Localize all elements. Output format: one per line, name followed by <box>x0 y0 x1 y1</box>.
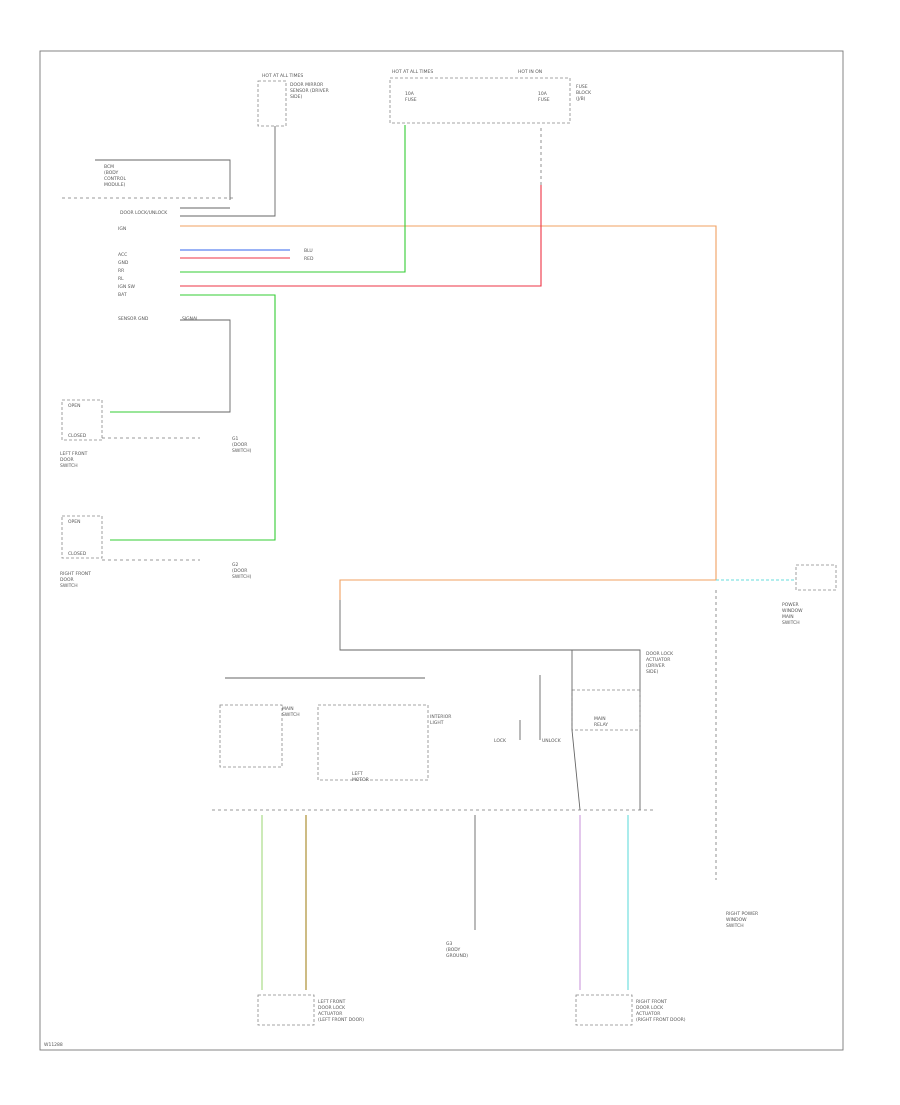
svg-text:MODULE): MODULE) <box>104 182 126 188</box>
ground-mid: G3 (BODY GROUND) <box>446 941 468 959</box>
svg-text:LEFT: LEFT <box>352 771 363 777</box>
svg-text:BCM: BCM <box>104 164 114 170</box>
svg-text:HOT IN ON: HOT IN ON <box>518 69 542 75</box>
svg-text:DOOR LOCK/UNLOCK: DOOR LOCK/UNLOCK <box>120 210 168 216</box>
svg-text:BLU: BLU <box>304 248 313 254</box>
svg-text:FUSE: FUSE <box>405 97 417 103</box>
svg-text:CONTROL: CONTROL <box>104 176 126 182</box>
svg-text:(DRIVER: (DRIVER <box>646 663 665 669</box>
left-front-door-switch: OPEN CLOSED LEFT FRONT DOOR SWITCH G1 (D… <box>60 399 252 469</box>
svg-text:SWITCH: SWITCH <box>60 463 78 469</box>
svg-text:RED: RED <box>304 256 314 262</box>
svg-text:GROUND): GROUND) <box>446 953 468 959</box>
footer-code: W11288 <box>44 1042 63 1048</box>
svg-text:SWITCH): SWITCH) <box>232 574 252 580</box>
diagram-frame <box>39 50 844 1051</box>
wire-orange <box>180 225 717 600</box>
svg-text:DOOR LOCK: DOOR LOCK <box>646 651 674 657</box>
fuse-left-label: 10A <box>405 91 415 97</box>
svg-text:OPEN: OPEN <box>68 403 80 409</box>
left-front-door-lock-actuator: LEFT FRONT DOOR LOCK ACTUATOR (LEFT FRON… <box>257 994 364 1026</box>
wire-green-fuse <box>180 125 406 273</box>
svg-text:OPEN: OPEN <box>68 519 80 525</box>
svg-text:G1: G1 <box>232 436 238 442</box>
svg-text:FUSE: FUSE <box>538 97 550 103</box>
power-window-sensor: POWER WINDOW MAIN SWITCH RIGHT POWER WIN… <box>715 564 837 929</box>
svg-text:SWITCH: SWITCH <box>282 712 300 718</box>
svg-text:ACC: ACC <box>118 252 127 258</box>
svg-text:BAT: BAT <box>118 292 127 298</box>
svg-text:GND: GND <box>118 260 129 266</box>
svg-text:LIGHT: LIGHT <box>430 720 444 726</box>
svg-text:(BODY: (BODY <box>104 170 119 176</box>
svg-text:(J/B): (J/B) <box>576 96 586 102</box>
svg-text:LEFT FRONT: LEFT FRONT <box>318 999 346 1005</box>
lock-control-assembly: MAIN SWITCH LEFT MOTOR INTERIOR LIGHT LO… <box>212 600 674 811</box>
svg-text:SIDE): SIDE) <box>646 669 658 675</box>
svg-text:RIGHT POWER: RIGHT POWER <box>726 911 758 917</box>
wire-green-long <box>110 294 276 541</box>
svg-text:RR: RR <box>118 268 124 274</box>
svg-text:SWITCH: SWITCH <box>60 583 78 589</box>
svg-text:SENSOR (DRIVER: SENSOR (DRIVER <box>290 88 329 94</box>
svg-text:POWER: POWER <box>782 602 799 608</box>
svg-text:MAIN: MAIN <box>594 716 606 722</box>
svg-text:MAIN: MAIN <box>782 614 794 620</box>
left-motor-box <box>317 704 429 781</box>
svg-text:G3: G3 <box>446 941 452 947</box>
svg-text:IGN SW: IGN SW <box>118 284 135 290</box>
svg-text:IGN: IGN <box>118 226 126 232</box>
svg-text:DOOR LOCK: DOOR LOCK <box>636 1005 664 1011</box>
svg-text:WINDOW: WINDOW <box>782 608 803 614</box>
svg-text:RIGHT FRONT: RIGHT FRONT <box>636 999 667 1005</box>
svg-text:BLOCK: BLOCK <box>576 90 592 96</box>
svg-text:SWITCH: SWITCH <box>782 620 800 626</box>
svg-text:(DOOR: (DOOR <box>232 568 247 574</box>
svg-text:SWITCH): SWITCH) <box>232 448 252 454</box>
bcm-module: BCM (BODY CONTROL MODULE) DOOR LOCK/UNLO… <box>62 159 235 322</box>
main-switch-box <box>219 704 283 768</box>
svg-text:(RIGHT FRONT DOOR): (RIGHT FRONT DOOR) <box>636 1017 686 1023</box>
svg-text:ACTUATOR: ACTUATOR <box>646 657 670 663</box>
svg-text:ACTUATOR: ACTUATOR <box>318 1011 342 1017</box>
svg-text:FUSE: FUSE <box>576 84 588 90</box>
door-mirror-sensor: HOT AT ALL TIMES DOOR MIRROR SENSOR (DRI… <box>257 73 329 127</box>
svg-text:SIDE): SIDE) <box>290 94 302 100</box>
wire-gray-switch <box>110 319 231 413</box>
svg-text:DOOR: DOOR <box>60 457 74 463</box>
svg-text:DOOR: DOOR <box>60 577 74 583</box>
right-front-door-switch: OPEN CLOSED RIGHT FRONT DOOR SWITCH G2 (… <box>60 515 252 589</box>
wire-red-fuse <box>180 185 542 287</box>
svg-text:SENSOR GND: SENSOR GND <box>118 316 149 322</box>
svg-text:ACTUATOR: ACTUATOR <box>636 1011 660 1017</box>
svg-text:(LEFT FRONT DOOR): (LEFT FRONT DOOR) <box>318 1017 364 1023</box>
fuse-right-label: 10A <box>538 91 548 97</box>
svg-text:WINDOW: WINDOW <box>726 917 747 923</box>
svg-text:DOOR MIRROR: DOOR MIRROR <box>290 82 323 88</box>
fuse-block: HOT AT ALL TIMES HOT IN ON 10A FUSE 10A … <box>389 69 592 124</box>
svg-text:HOT AT ALL TIMES: HOT AT ALL TIMES <box>392 69 433 75</box>
svg-text:UNLOCK: UNLOCK <box>542 738 562 744</box>
svg-text:CLOSED: CLOSED <box>68 551 87 557</box>
svg-text:RELAY: RELAY <box>594 722 608 728</box>
svg-text:CLOSED: CLOSED <box>68 433 87 439</box>
svg-text:RIGHT FRONT: RIGHT FRONT <box>60 571 91 577</box>
hot-at-all-times-label: HOT AT ALL TIMES <box>262 73 303 79</box>
svg-text:LEFT FRONT: LEFT FRONT <box>60 451 88 457</box>
svg-text:MAIN: MAIN <box>282 706 294 712</box>
svg-text:DOOR LOCK: DOOR LOCK <box>318 1005 346 1011</box>
svg-text:INTERIOR: INTERIOR <box>430 714 451 720</box>
svg-text:(DOOR: (DOOR <box>232 442 247 448</box>
svg-text:MOTOR: MOTOR <box>352 777 369 783</box>
svg-text:SIGNAL: SIGNAL <box>182 316 199 322</box>
svg-text:LOCK: LOCK <box>494 738 507 744</box>
wire-gray-top <box>180 126 276 217</box>
right-front-door-lock-actuator: RIGHT FRONT DOOR LOCK ACTUATOR (RIGHT FR… <box>575 994 686 1026</box>
svg-text:RL: RL <box>118 276 124 282</box>
svg-text:SWITCH: SWITCH <box>726 923 744 929</box>
svg-text:(BODY: (BODY <box>446 947 461 953</box>
svg-text:G2: G2 <box>232 562 238 568</box>
